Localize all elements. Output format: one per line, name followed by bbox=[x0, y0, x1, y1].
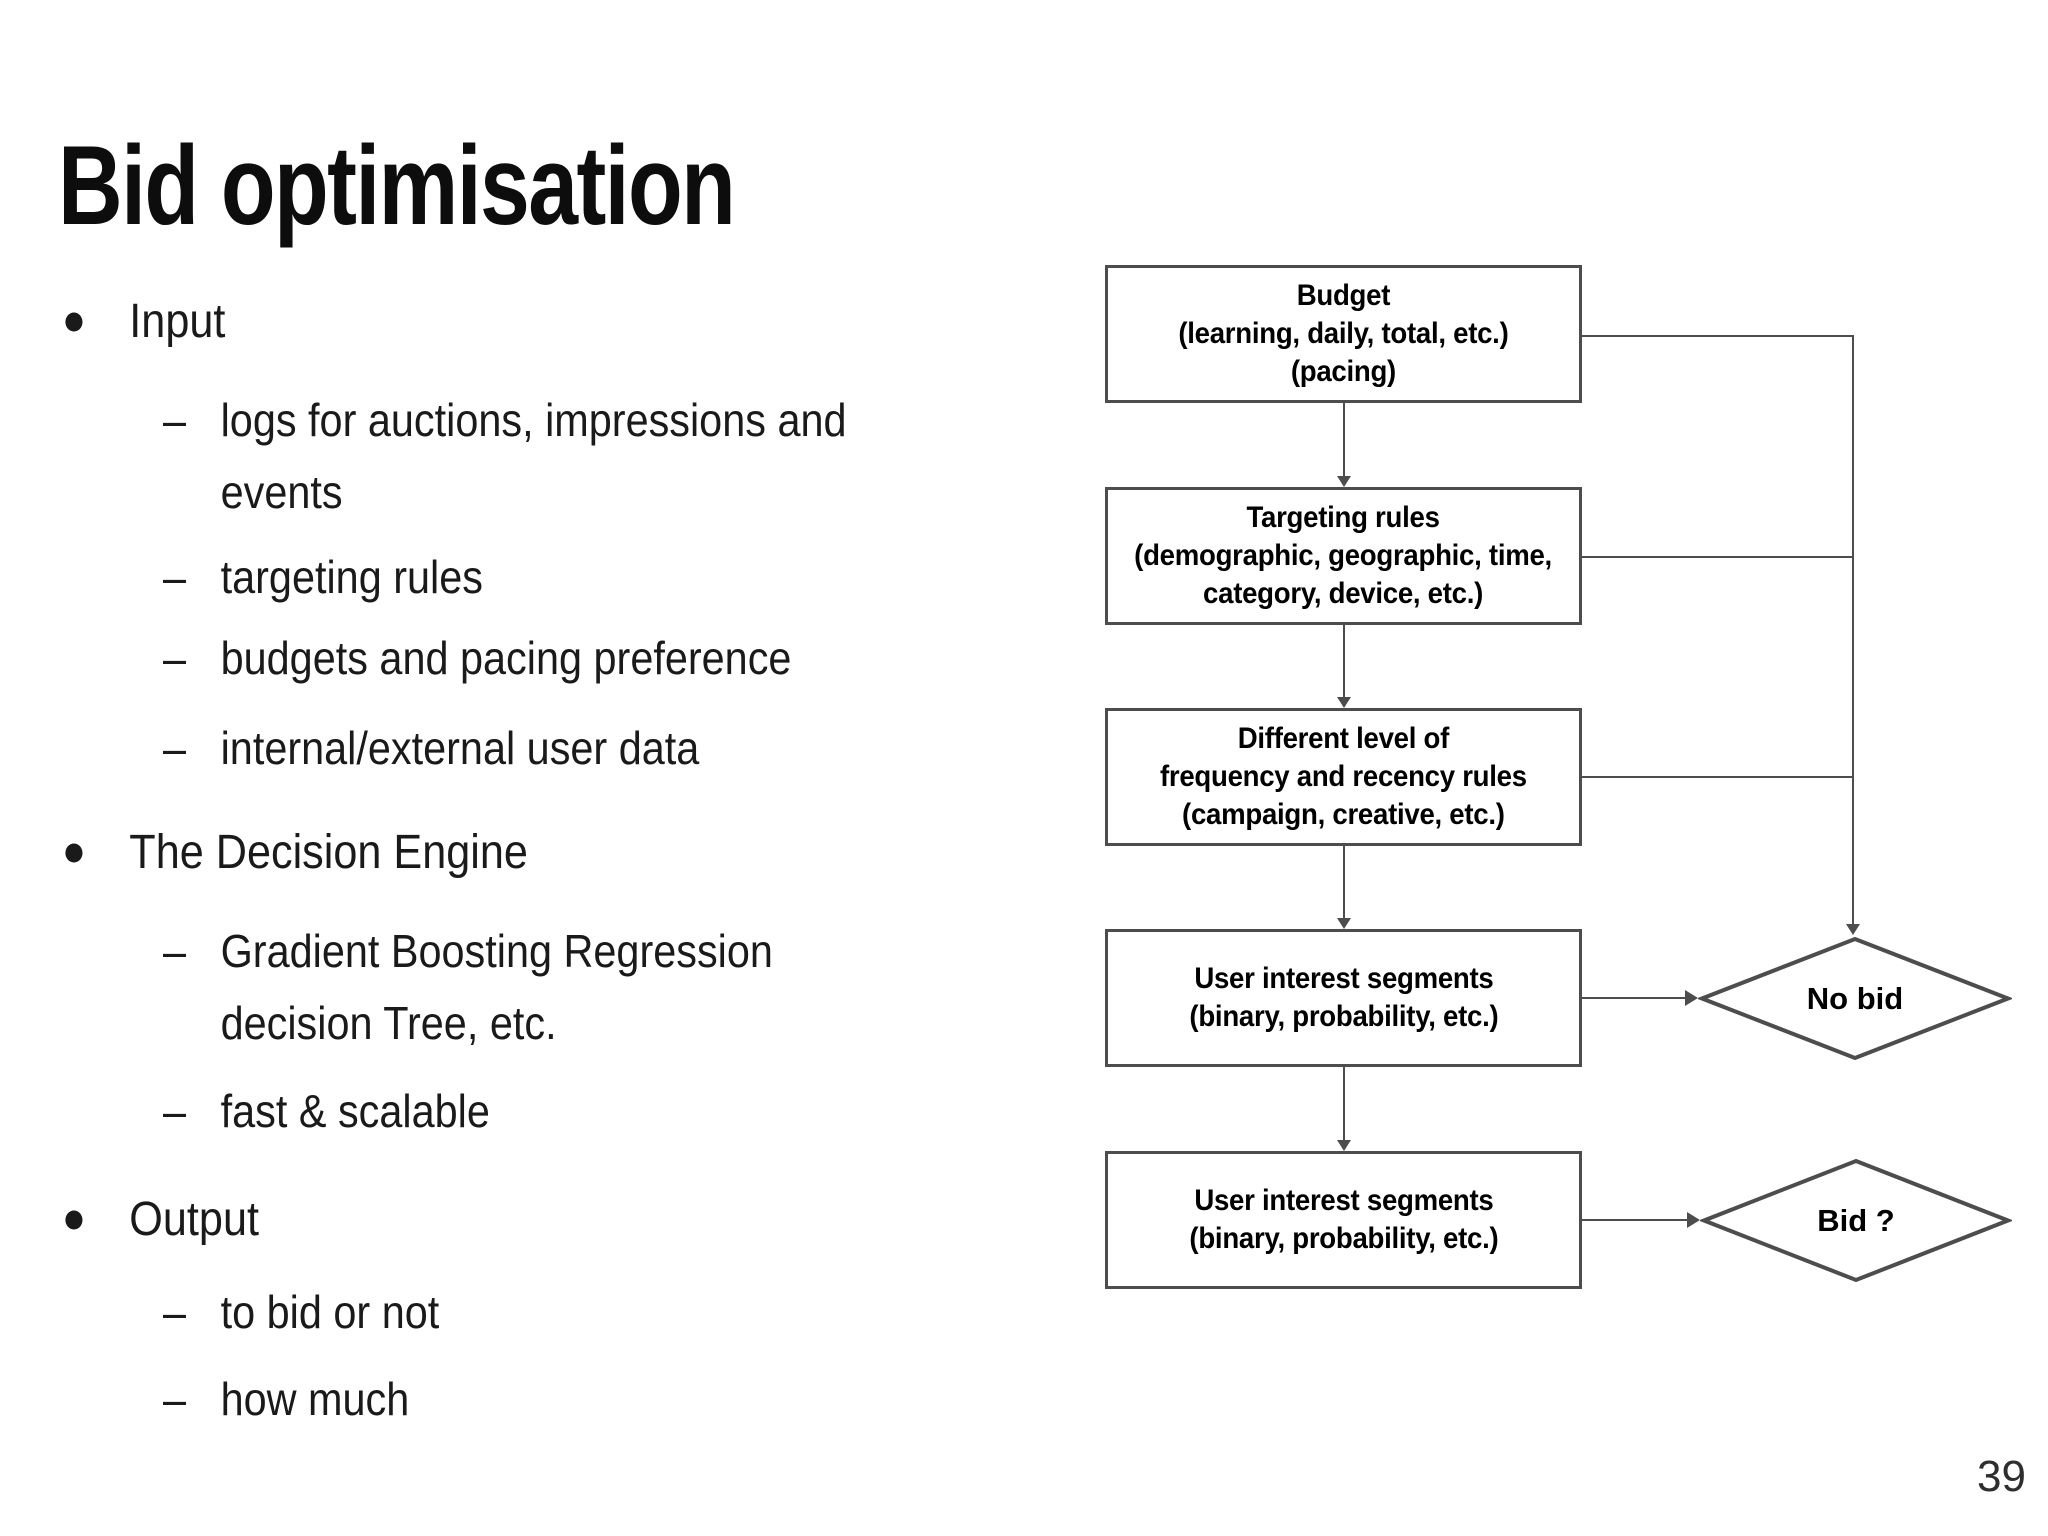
list-subitem: –to bid or not bbox=[163, 1276, 439, 1348]
list-subitem-text: to bid or not bbox=[220, 1286, 440, 1338]
connector-line bbox=[1582, 335, 1854, 337]
dash-icon: – bbox=[163, 1373, 187, 1425]
list-item-label: Input bbox=[129, 295, 226, 348]
list-subitem-text: fast & scalable bbox=[220, 1085, 490, 1137]
diamond-shape bbox=[1700, 1158, 2012, 1283]
page-number: 39 bbox=[1977, 1452, 2026, 1501]
flow-box-frequency-recency: Different level of frequency and recency… bbox=[1105, 708, 1582, 846]
flow-box-user-segments-1: User interest segments (binary, probabil… bbox=[1105, 929, 1582, 1067]
list-subitem-text: internal/external user data bbox=[220, 722, 700, 774]
connector-line bbox=[1582, 997, 1688, 999]
list-item-output: Output bbox=[60, 1190, 259, 1250]
bullet-icon bbox=[65, 843, 83, 863]
list-item-input: Input bbox=[60, 292, 225, 352]
list-subitem: –Gradient Boosting Regression decision T… bbox=[163, 915, 773, 1059]
arrowhead-down-icon bbox=[1337, 1140, 1351, 1151]
flow-box-text: Different level of frequency and recency… bbox=[1160, 722, 1527, 831]
flow-box-text: Targeting rules (demographic, geographic… bbox=[1134, 501, 1553, 610]
list-item-label: Output bbox=[129, 1193, 259, 1246]
connector-line bbox=[1343, 403, 1345, 479]
list-item-decision-engine: The Decision Engine bbox=[60, 823, 528, 883]
list-item-label: The Decision Engine bbox=[129, 826, 528, 879]
list-subitem-text: logs for auctions, impressions and event… bbox=[220, 394, 847, 518]
connector-line bbox=[1852, 335, 1854, 925]
list-subitem-text: budgets and pacing preference bbox=[220, 632, 792, 684]
flow-box-text: User interest segments (binary, probabil… bbox=[1189, 1184, 1498, 1255]
arrowhead-down-icon bbox=[1846, 924, 1860, 935]
connector-line bbox=[1582, 1219, 1690, 1221]
page-title: Bid optimisation bbox=[58, 123, 736, 249]
dash-icon: – bbox=[163, 1085, 187, 1137]
arrowhead-down-icon bbox=[1337, 476, 1351, 487]
dash-icon: – bbox=[163, 1286, 187, 1338]
list-subitem: –targeting rules bbox=[163, 541, 483, 613]
flow-box-targeting-rules: Targeting rules (demographic, geographic… bbox=[1105, 487, 1582, 625]
connector-line bbox=[1343, 1067, 1345, 1142]
bullet-icon bbox=[65, 312, 83, 332]
bullet-icon bbox=[65, 1210, 83, 1230]
decision-diamond-no-bid: No bid bbox=[1698, 936, 2012, 1061]
arrowhead-down-icon bbox=[1337, 697, 1351, 708]
flow-box-user-segments-2: User interest segments (binary, probabil… bbox=[1105, 1151, 1582, 1289]
dash-icon: – bbox=[163, 722, 187, 774]
arrowhead-right-icon bbox=[1687, 1212, 1700, 1228]
dash-icon: – bbox=[163, 632, 187, 684]
dash-icon: – bbox=[163, 551, 187, 603]
flow-box-budget: Budget (learning, daily, total, etc.) (p… bbox=[1105, 265, 1582, 403]
list-subitem: –logs for auctions, impressions and even… bbox=[163, 384, 847, 528]
list-subitem: –fast & scalable bbox=[163, 1075, 490, 1147]
list-subitem: –budgets and pacing preference bbox=[163, 622, 791, 694]
list-subitem-text: how much bbox=[220, 1373, 410, 1425]
decision-label: Bid ? bbox=[1817, 1202, 1895, 1238]
dash-icon: – bbox=[163, 394, 187, 446]
flow-box-text: User interest segments (binary, probabil… bbox=[1189, 962, 1498, 1033]
connector-line bbox=[1343, 846, 1345, 920]
connector-line bbox=[1343, 625, 1345, 700]
list-subitem-text: Gradient Boosting Regression decision Tr… bbox=[220, 925, 773, 1049]
list-subitem-text: targeting rules bbox=[220, 551, 483, 603]
arrowhead-down-icon bbox=[1337, 918, 1351, 929]
decision-diamond-bid: Bid ? bbox=[1700, 1158, 2012, 1283]
connector-line bbox=[1582, 556, 1854, 558]
diamond-shape bbox=[1698, 936, 2012, 1061]
flow-box-text: Budget (learning, daily, total, etc.) (p… bbox=[1178, 279, 1509, 388]
arrowhead-right-icon bbox=[1685, 990, 1698, 1006]
decision-label: No bid bbox=[1806, 980, 1904, 1016]
list-subitem: –internal/external user data bbox=[163, 712, 699, 784]
dash-icon: – bbox=[163, 925, 187, 977]
list-subitem: –how much bbox=[163, 1363, 409, 1435]
connector-line bbox=[1582, 776, 1854, 778]
